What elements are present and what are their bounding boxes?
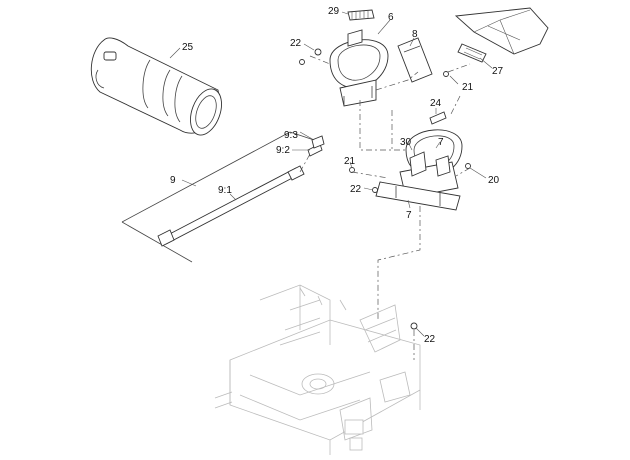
callout-9-1: 9:1 xyxy=(218,185,232,196)
chassis-frame xyxy=(214,284,421,455)
callout-9-2: 9:2 xyxy=(276,145,290,156)
leader-lines xyxy=(169,11,493,337)
callout-21: 21 xyxy=(462,82,474,93)
callout-22: 22 xyxy=(350,184,362,195)
callout-27: 27 xyxy=(492,66,504,77)
callout-22: 22 xyxy=(290,38,302,49)
callout-30: 30 xyxy=(400,137,412,148)
callout-21: 21 xyxy=(344,156,356,167)
callout-25: 25 xyxy=(182,42,194,53)
callout-9: 9 xyxy=(170,175,176,186)
callout-6: 6 xyxy=(388,12,394,23)
callout-22: 22 xyxy=(424,334,436,345)
lower-strap-bracket-part xyxy=(375,111,463,211)
upper-strap-bracket-part xyxy=(329,29,389,107)
alignment-lines xyxy=(299,55,471,360)
callout-7: 7 xyxy=(406,210,412,221)
callout-labels: 29 6 22 8 25 27 21 24 9:3 9:2 30 7 21 20… xyxy=(170,6,504,345)
callout-24: 24 xyxy=(430,98,442,109)
tank-cylinder-part xyxy=(90,37,222,136)
clip-part-29 xyxy=(347,9,375,21)
hardware-fasteners xyxy=(299,48,471,330)
hose-assembly-part xyxy=(121,131,325,263)
top-cover-part xyxy=(454,7,549,63)
bracket-plate-part xyxy=(397,37,433,83)
callout-9-3: 9:3 xyxy=(284,130,298,141)
callout-7: 7 xyxy=(438,137,444,148)
callout-8: 8 xyxy=(412,29,418,40)
callout-20: 20 xyxy=(488,175,500,186)
callout-29: 29 xyxy=(328,6,340,17)
